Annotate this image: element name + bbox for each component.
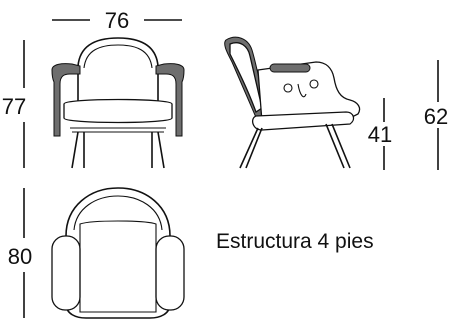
side-leg-front-2 [331, 123, 351, 169]
top-seat [79, 220, 157, 313]
top-backrest-edge [73, 195, 163, 231]
side-leg-back [239, 127, 259, 169]
depth-label: 80 [8, 244, 32, 269]
top-armrest-right [155, 235, 185, 311]
side-seat-cushion [251, 111, 355, 131]
side-cutout-2 [309, 79, 319, 89]
side-back-cushion [229, 42, 263, 113]
front-leg-1 [71, 131, 79, 169]
top-armrest-left [51, 235, 81, 311]
side-leg-back-2 [245, 127, 263, 169]
front-leg-4 [157, 131, 165, 169]
front-armrest-right [155, 63, 185, 137]
side-cutout-1 [283, 83, 293, 93]
front-height-label: 77 [2, 94, 26, 119]
side-arm-panel [257, 61, 361, 123]
structure-caption: Estructura 4 pies [216, 230, 374, 253]
top-view: 80 [8, 187, 185, 319]
front-armrest-left [51, 63, 81, 137]
side-armrest-pad [269, 63, 311, 73]
front-backrest [77, 37, 159, 105]
width-label: 76 [105, 8, 129, 33]
side-view: 41 62 [224, 36, 448, 170]
seat-height-label: 41 [368, 122, 392, 147]
front-backrest-inner [83, 44, 153, 69]
top-shell-outline [65, 187, 171, 319]
front-view: 76 77 [2, 8, 185, 169]
side-cutout-3 [297, 83, 307, 98]
side-leg-front [325, 123, 345, 169]
arm-height-label: 62 [424, 104, 448, 129]
front-seat-cushion [63, 98, 173, 124]
